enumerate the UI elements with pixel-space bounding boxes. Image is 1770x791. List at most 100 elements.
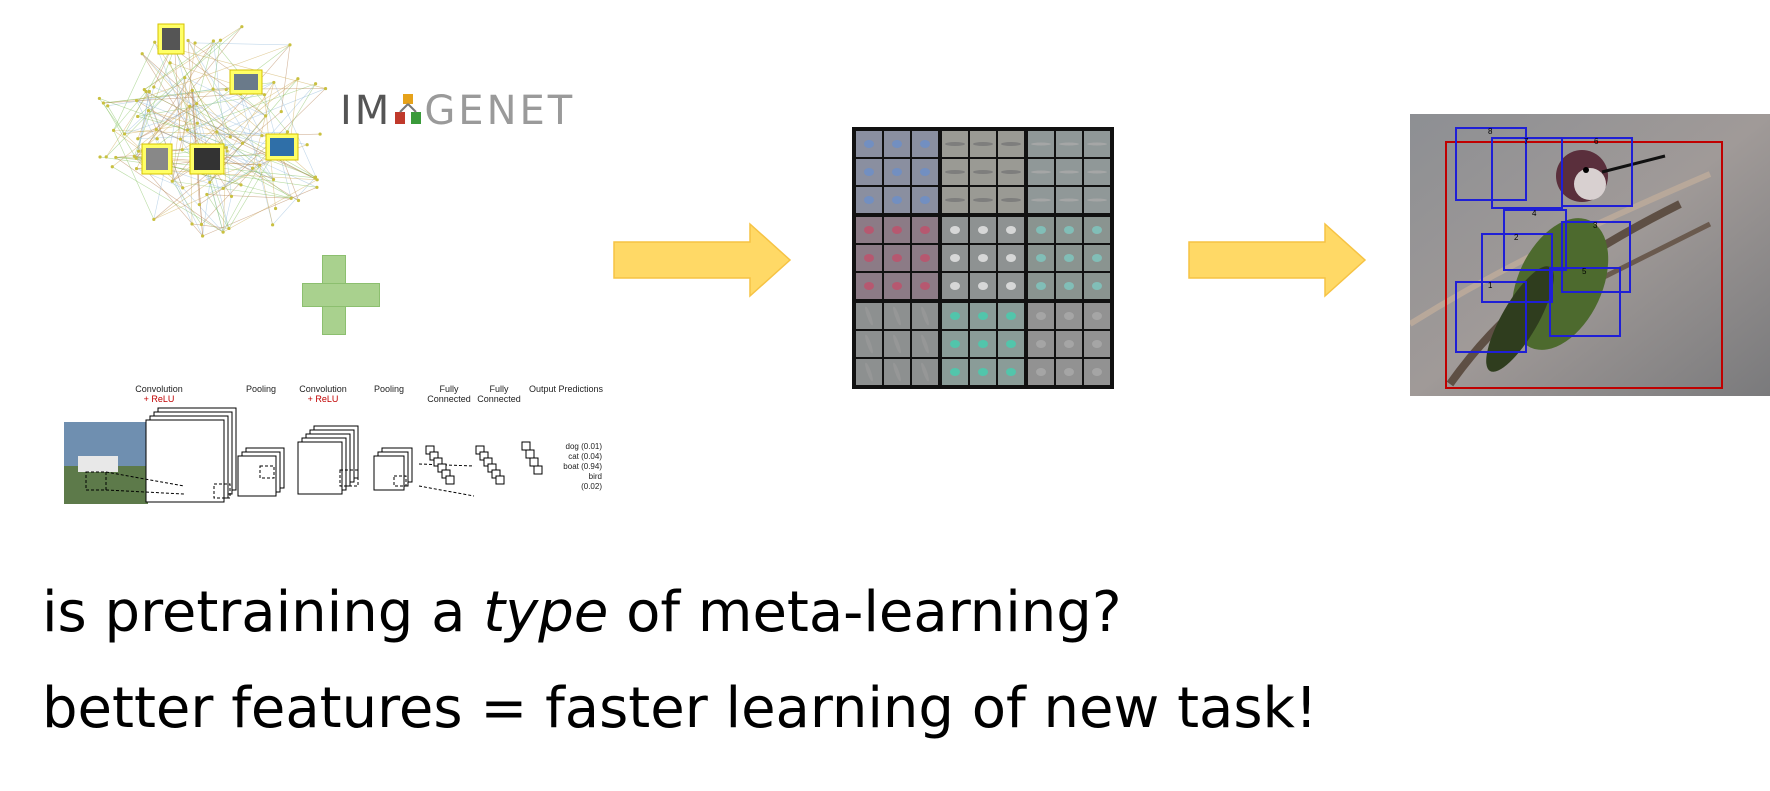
graph-edge xyxy=(153,86,263,136)
graph-node xyxy=(262,93,267,97)
detection-box xyxy=(1561,137,1633,207)
graph-edge xyxy=(213,40,232,197)
graph-edge xyxy=(113,130,147,155)
filter-pattern xyxy=(864,196,874,204)
graph-node xyxy=(250,166,255,170)
filter-pattern xyxy=(1031,170,1051,174)
graph-edge xyxy=(252,168,292,199)
graph-edge xyxy=(222,164,260,233)
graph-node xyxy=(110,165,114,169)
filter-pattern xyxy=(1064,282,1074,290)
graph-node xyxy=(313,82,318,86)
graph-node xyxy=(229,194,234,198)
filter-pattern xyxy=(1064,254,1074,262)
graph-edge xyxy=(187,40,200,205)
filter-pattern xyxy=(1092,254,1102,262)
filter-pattern xyxy=(864,282,874,290)
graph-node xyxy=(315,178,319,182)
filter-pattern xyxy=(865,362,873,382)
filter-pattern xyxy=(920,254,930,262)
detection-box xyxy=(1561,221,1631,293)
graph-node xyxy=(305,143,309,147)
graph-edge xyxy=(148,110,157,130)
logo-text-genet: GENET xyxy=(424,88,576,134)
filter-pattern xyxy=(865,334,873,354)
graph-node xyxy=(227,226,231,231)
filter-pattern xyxy=(920,196,930,204)
graph-node xyxy=(190,88,194,93)
graph-edge xyxy=(113,130,155,220)
filter-pattern xyxy=(950,312,960,320)
graph-edge xyxy=(252,82,275,169)
graph-edge xyxy=(136,100,198,124)
filter-pattern xyxy=(1006,368,1016,376)
detection-box-label: 6 xyxy=(1594,137,1599,146)
detection-box xyxy=(1549,267,1621,337)
graph-node xyxy=(258,163,262,167)
graph-node xyxy=(197,202,201,207)
graph-node xyxy=(140,52,144,56)
filter-pattern xyxy=(973,170,993,174)
filter-pattern xyxy=(1036,282,1046,290)
filter-pattern xyxy=(978,226,988,234)
graph-edge xyxy=(281,154,299,201)
filter-pattern xyxy=(1006,282,1016,290)
filter-pattern xyxy=(921,306,929,326)
graph-edge xyxy=(124,41,175,135)
filter-pattern xyxy=(1092,226,1102,234)
graph-node xyxy=(285,130,290,134)
graph-node xyxy=(240,25,244,29)
graph-edge xyxy=(113,91,147,131)
filter-pattern xyxy=(892,140,902,148)
filter-pattern xyxy=(945,198,965,202)
filter-pattern xyxy=(892,226,902,234)
cnn-label-fc1: Fully Connected xyxy=(427,384,471,404)
cnn-label-pool2: Pooling xyxy=(373,384,405,394)
filter-pattern xyxy=(921,334,929,354)
graph-edge xyxy=(99,98,316,178)
graph-node xyxy=(185,128,190,132)
filter-pattern xyxy=(864,168,874,176)
graph-edge xyxy=(240,93,273,225)
graph-edge xyxy=(212,88,316,179)
detection-box-label: 3 xyxy=(1593,221,1598,230)
graph-edge xyxy=(184,77,266,117)
graph-node xyxy=(240,141,245,145)
filter-pattern xyxy=(920,168,930,176)
graph-node xyxy=(188,104,192,108)
filter-pattern xyxy=(1059,142,1079,146)
filter-pattern xyxy=(1036,340,1046,348)
detection-box-label: 8 xyxy=(1488,127,1493,136)
graph-edge xyxy=(145,44,291,155)
graph-edge xyxy=(172,180,292,199)
filter-pattern xyxy=(973,198,993,202)
graph-node xyxy=(271,223,275,227)
filter-pattern xyxy=(950,226,960,234)
graph-edge xyxy=(135,86,155,159)
graph-node xyxy=(153,40,157,44)
filter-pattern xyxy=(1006,312,1016,320)
filter-pattern xyxy=(864,226,874,234)
filter-pattern xyxy=(950,368,960,376)
graph-edge xyxy=(137,110,149,139)
graph-node xyxy=(296,77,300,81)
graph-edge xyxy=(206,194,292,199)
graph-node xyxy=(228,135,232,139)
filter-pattern xyxy=(1059,170,1079,174)
filter-pattern xyxy=(892,196,902,204)
detection-box xyxy=(1503,209,1567,271)
graph-node xyxy=(142,88,146,92)
filter-pattern xyxy=(1087,142,1107,146)
right-arrow-icon xyxy=(613,222,792,298)
graph-node xyxy=(134,167,139,171)
filter-pattern xyxy=(1092,282,1102,290)
graph-node xyxy=(190,222,194,226)
graph-edge xyxy=(174,48,326,89)
graph-edge xyxy=(173,48,228,152)
graph-edge xyxy=(182,187,224,233)
graph-node xyxy=(200,234,205,238)
graph-node xyxy=(137,149,141,153)
filter-pattern xyxy=(950,282,960,290)
graph-node xyxy=(211,87,215,91)
filter-pattern xyxy=(1092,312,1102,320)
